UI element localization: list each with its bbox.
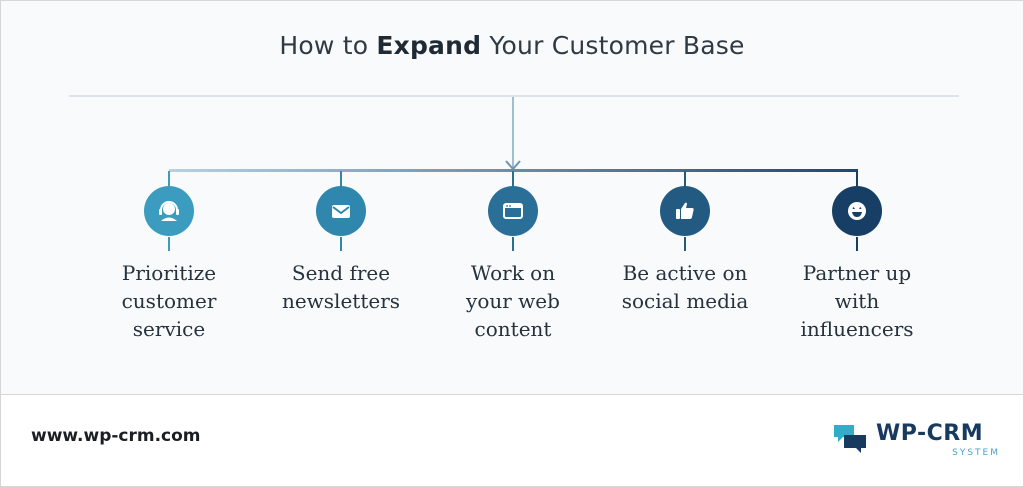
step-label: Send free newsletters — [256, 259, 426, 315]
step-label: Work on your web content — [428, 259, 598, 343]
step-label-line: Send free — [291, 261, 391, 285]
step-label-line: Prioritize — [121, 261, 217, 285]
title-prefix: How to — [279, 31, 377, 60]
step-label-line: newsletters — [281, 289, 401, 313]
browser-window-icon — [488, 186, 538, 236]
step-label: Be active on social media — [600, 259, 770, 315]
thumbs-up-icon — [660, 186, 710, 236]
horizontal-connector — [169, 169, 858, 172]
title-suffix: Your Customer Base — [481, 31, 745, 60]
step-label-line: service — [132, 317, 206, 341]
step-label-line: your web — [466, 289, 560, 313]
step-label-line: with — [834, 289, 880, 313]
envelope-icon — [316, 186, 366, 236]
step-label-line: Partner up — [802, 261, 912, 285]
headset-icon — [144, 186, 194, 236]
smiley-icon — [832, 186, 882, 236]
step-label: Prioritize customer service — [84, 259, 254, 343]
footer-separator — [1, 394, 1023, 395]
footer-url[interactable]: www.wp-crm.com — [31, 426, 201, 446]
title-emphasis: Expand — [376, 31, 482, 60]
logo-subtitle: SYSTEM — [952, 448, 1000, 458]
step-label-line: content — [474, 317, 552, 341]
step-label: Partner up with influencers — [772, 259, 942, 343]
brand-logo: WP-CRM SYSTEM — [834, 421, 1004, 465]
chat-bubbles-icon — [834, 425, 866, 453]
logo-name: WP-CRM — [876, 421, 984, 446]
step-label-line: customer — [121, 289, 217, 313]
title-divider — [69, 95, 959, 97]
step-label-line: Work on — [470, 261, 556, 285]
page-title: How to Expand Your Customer Base — [1, 31, 1023, 60]
step-label-line: influencers — [800, 317, 914, 341]
step-label-line: social media — [621, 289, 749, 313]
step-label-line: Be active on — [622, 261, 748, 285]
